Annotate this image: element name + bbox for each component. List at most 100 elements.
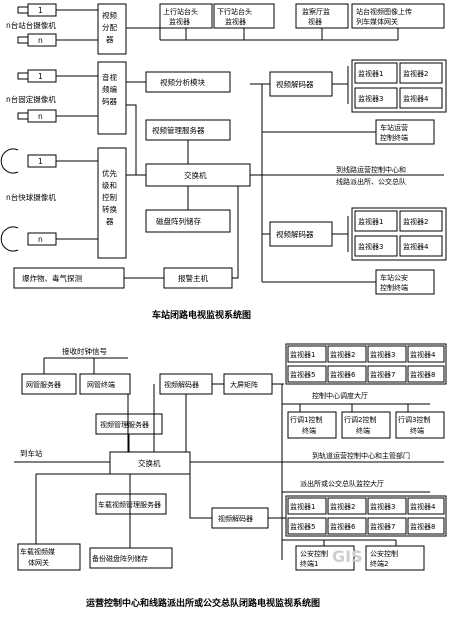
- svg-text:监视器5: 监视器5: [290, 522, 315, 531]
- svg-text:网管服务器: 网管服务器: [26, 380, 61, 389]
- svg-text:分配: 分配: [102, 23, 117, 32]
- svg-text:视频解码器: 视频解码器: [164, 380, 199, 389]
- dispatch-hall-label: 控制中心调度大厅: [312, 391, 368, 400]
- svg-text:磁盘阵列储存: 磁盘阵列储存: [156, 216, 201, 226]
- svg-text:监视器3: 监视器3: [370, 350, 395, 359]
- svg-text:监视器2: 监视器2: [330, 350, 355, 359]
- station-ops-terminal: 车站运营 控制终端: [375, 119, 435, 145]
- vehicle-video-server: 车载视频管理服务器: [95, 493, 167, 515]
- cam-group-dome-label: n台快球摄像机: [6, 192, 56, 202]
- svg-text:监视器7: 监视器7: [370, 370, 395, 379]
- clock-signal-label: 接收时钟信号: [62, 346, 107, 356]
- camera-fixed-n: n: [17, 109, 57, 123]
- svg-text:器: 器: [106, 217, 114, 226]
- svg-text:终端1: 终端1: [300, 559, 318, 568]
- svg-text:n: n: [38, 112, 43, 121]
- svg-text:视频解码器: 视频解码器: [218, 514, 253, 523]
- svg-text:终端: 终端: [410, 426, 424, 435]
- svg-text:监视器2: 监视器2: [330, 502, 355, 511]
- svg-text:爆炸物、毒气探测: 爆炸物、毒气探测: [22, 273, 82, 283]
- video-decoder-bottom: 视频解码器: [211, 507, 269, 529]
- camera-dome-1: 1: [0, 148, 57, 174]
- svg-text:监视器4: 监视器4: [403, 94, 429, 103]
- police-hall-label: 派出所或公交总队监控大厅: [300, 479, 384, 488]
- svg-text:车站公安: 车站公安: [380, 273, 408, 282]
- svg-text:优先: 优先: [102, 168, 117, 178]
- svg-text:监视器4: 监视器4: [410, 502, 436, 511]
- svg-text:行调2控制: 行调2控制: [344, 415, 376, 424]
- network-switch-2: 交换机: [109, 451, 191, 475]
- to-center-label-2: 线路派出所、公交总队: [336, 177, 406, 186]
- svg-text:监视器3: 监视器3: [358, 242, 383, 251]
- svg-text:交换机: 交换机: [138, 458, 161, 468]
- backup-disk-array: 备份磁盘阵列储存: [89, 547, 173, 569]
- svg-text:1: 1: [38, 157, 43, 166]
- svg-text:视器: 视器: [308, 17, 322, 26]
- svg-text:音视: 音视: [102, 72, 117, 82]
- svg-text:上行站台头: 上行站台头: [163, 7, 198, 16]
- svg-text:公安控制: 公安控制: [300, 549, 328, 558]
- alarm-host: 报警主机: [163, 267, 233, 289]
- svg-text:终端: 终端: [356, 426, 370, 435]
- svg-text:报警主机: 报警主机: [178, 273, 208, 283]
- svg-text:视频解码器: 视频解码器: [276, 229, 314, 239]
- svg-text:转换: 转换: [102, 204, 117, 214]
- svg-text:n: n: [38, 36, 43, 45]
- svg-text:监视器: 监视器: [225, 17, 246, 26]
- svg-text:终端: 终端: [302, 426, 316, 435]
- svg-text:公安控制: 公安控制: [370, 549, 398, 558]
- svg-text:监视器2: 监视器2: [403, 69, 428, 78]
- monitors-bottom-group: 监视器1 监视器2 监视器3 监视器4 监视器5 监视器6 监视器7 监视器8: [285, 495, 447, 537]
- svg-text:视频: 视频: [102, 10, 117, 20]
- svg-text:列车媒体网关: 列车媒体网关: [356, 17, 398, 26]
- video-mgmt-server: 视频管理服务器: [145, 119, 231, 141]
- svg-text:监视器8: 监视器8: [410, 522, 435, 531]
- svg-text:1: 1: [38, 72, 43, 81]
- camera-dome-n: n: [0, 226, 57, 252]
- watermark: GIS: [332, 547, 363, 566]
- svg-text:监视器1: 监视器1: [290, 502, 315, 511]
- svg-text:控制终端: 控制终端: [380, 133, 408, 142]
- svg-text:监视器6: 监视器6: [330, 522, 356, 531]
- monitor-down-station: 下行站台头 监视器: [213, 3, 275, 29]
- svg-text:监视器5: 监视器5: [290, 370, 315, 379]
- svg-text:控制: 控制: [102, 192, 117, 202]
- camera-station-1: 1: [17, 3, 57, 17]
- security-terminals: 公安控制 终端1 公安控制 终端2: [295, 545, 425, 571]
- upload-gateway: 站台视频图像上传 列车媒体网关: [351, 3, 445, 29]
- svg-text:行调1控制: 行调1控制: [290, 415, 322, 424]
- svg-text:监视器1: 监视器1: [358, 69, 383, 78]
- monitors-top-group: 监视器1 监视器2 监视器3 监视器4 监视器5 监视器6 监视器7 监视器8: [285, 343, 447, 385]
- svg-text:监视器3: 监视器3: [370, 502, 395, 511]
- svg-text:级和: 级和: [102, 180, 117, 190]
- svg-text:监视器1: 监视器1: [358, 217, 383, 226]
- monitor-up-station: 上行站台头 监视器: [159, 3, 213, 29]
- explosive-gas-detector: 爆炸物、毒气探测: [13, 267, 125, 289]
- svg-text:车载视频媒: 车载视频媒: [20, 547, 55, 556]
- svg-text:车站运营: 车站运营: [380, 123, 408, 132]
- cam-group-station-label: n台站台摄像机: [6, 20, 56, 30]
- svg-text:体网关: 体网关: [28, 558, 49, 567]
- video-distributor: 视频 分配 器: [97, 3, 127, 55]
- monitors-group-a: 监视器1 监视器2 监视器3 监视器4: [351, 59, 447, 113]
- svg-text:码器: 码器: [102, 97, 117, 106]
- svg-text:视频解码器: 视频解码器: [276, 79, 314, 89]
- svg-text:监视器4: 监视器4: [410, 350, 436, 359]
- video-decoder-2: 视频解码器: [269, 221, 333, 247]
- net-mgmt-server: 网管服务器: [21, 373, 77, 395]
- svg-text:监视器3: 监视器3: [358, 94, 383, 103]
- video-decoder-top: 视频解码器: [159, 373, 213, 395]
- net-mgmt-terminal: 网管终端: [79, 373, 131, 395]
- vehicle-media-gateway: 车载视频媒 体网关: [17, 543, 81, 571]
- to-center-label-1: 到线路运营控制中心和: [336, 165, 406, 174]
- svg-text:视频管理服务器: 视频管理服务器: [152, 125, 205, 135]
- svg-text:监视器6: 监视器6: [330, 370, 356, 379]
- network-switch: 交换机: [145, 163, 251, 187]
- diagram2-title: 运营控制中心和线路派出所或公交总队闭路电视监视系统图: [86, 597, 320, 609]
- svg-text:控制终端: 控制终端: [380, 283, 408, 292]
- monitor-hall: 监察厅监 视器: [295, 3, 349, 29]
- diagram1-title: 车站闭路电视监视系统图: [152, 309, 251, 321]
- to-center-label: 到轨道运营控制中心和主管部门: [312, 451, 410, 460]
